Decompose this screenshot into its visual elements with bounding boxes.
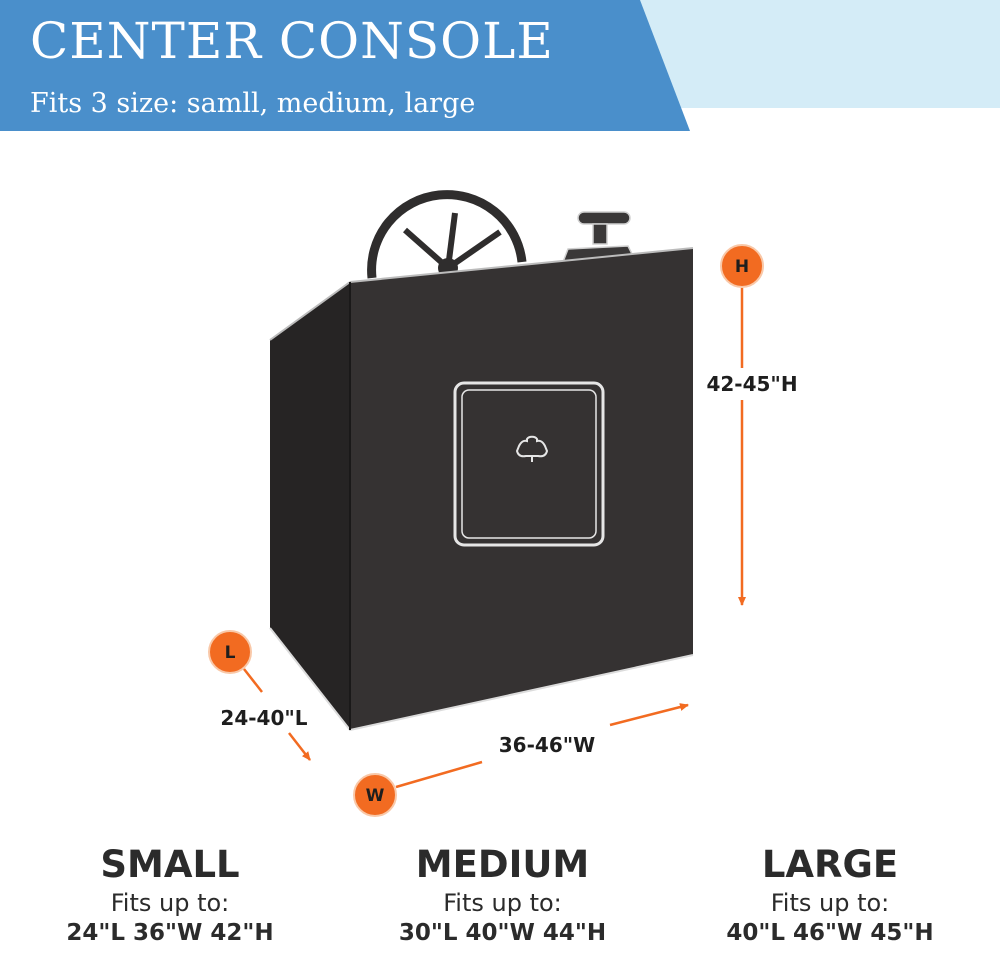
- size-name: MEDIUM: [415, 843, 590, 886]
- height-badge-letter: H: [735, 257, 749, 277]
- size-dimensions: 24"L 36"W 42"H: [66, 920, 274, 946]
- banner-title: CENTER CONSOLE: [30, 12, 554, 70]
- width-dimension: W 36-46"W: [353, 703, 689, 817]
- size-small: SMALL Fits up to: 24"L 36"W 42"H: [20, 842, 320, 948]
- size-fits-label: Fits up to:: [110, 889, 230, 917]
- width-badge-letter: W: [366, 786, 385, 806]
- length-badge: [208, 630, 252, 674]
- size-dimensions: 30"L 40"W 44"H: [398, 920, 607, 946]
- height-label: 42-45"H: [706, 372, 797, 396]
- length-badge-letter: L: [225, 643, 236, 663]
- height-dimension: H 42-45"H: [706, 244, 798, 606]
- size-fits-label: Fits up to:: [770, 889, 890, 917]
- height-badge: [720, 244, 764, 288]
- size-name: SMALL: [100, 843, 240, 886]
- console-cover-shape: [269, 247, 694, 732]
- length-dimension: L 24-40"L: [208, 630, 311, 761]
- width-label: 36-46"W: [499, 733, 595, 757]
- steering-wheel-icon: [367, 190, 527, 279]
- width-badge: [353, 773, 397, 817]
- size-fits-label: Fits up to:: [443, 889, 562, 917]
- size-medium: MEDIUM Fits up to: 30"L 40"W 44"H: [350, 842, 655, 948]
- hatch-lock-icon: [515, 435, 549, 462]
- size-large: LARGE Fits up to: 40"L 46"W 45"H: [680, 842, 980, 948]
- title-banner: [0, 0, 690, 131]
- size-name: LARGE: [761, 843, 899, 886]
- size-dimensions: 40"L 46"W 45"H: [726, 920, 934, 946]
- banner-subtitle: Fits 3 size: samll, medium, large: [30, 88, 476, 119]
- length-label: 24-40"L: [220, 706, 307, 730]
